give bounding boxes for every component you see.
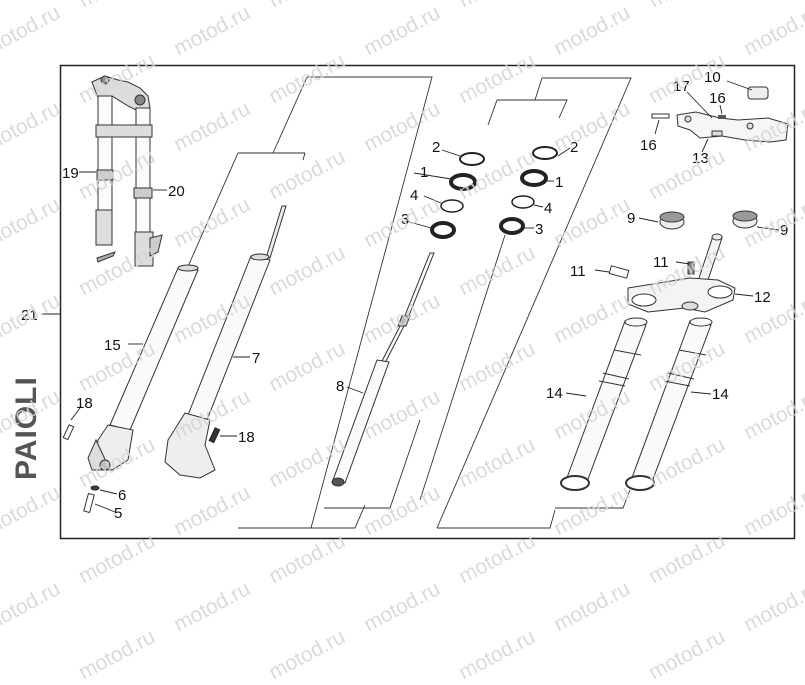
watermark-text: motod.ru: [455, 625, 539, 685]
fork-caps-9: [659, 210, 758, 230]
label-11-right: 11: [653, 254, 669, 271]
label-20: 20: [168, 183, 185, 200]
label-18-left: 18: [76, 395, 93, 412]
bolt-16-top: [718, 115, 726, 119]
nut-10: [747, 86, 769, 100]
label-12: 12: [754, 289, 771, 306]
dust-seal-3-left: [430, 221, 456, 239]
washer-6: [90, 485, 100, 491]
panel-outlines: [159, 76, 632, 529]
label-3-right: 3: [535, 221, 543, 238]
label-18-right: 18: [238, 429, 255, 446]
upper-triple-clamp-13: [676, 111, 789, 143]
bolt-16-left: [651, 113, 670, 119]
spring-pin-18-left: [62, 424, 75, 441]
label-10: 10: [704, 69, 721, 86]
label-4-right: 4: [544, 200, 552, 217]
seal-set-left: [430, 152, 485, 239]
fork-leg-15: [87, 264, 199, 471]
label-2-right: 2: [570, 139, 578, 156]
label-7: 7: [252, 350, 260, 367]
label-16-top: 16: [709, 90, 726, 107]
watermark-text: motod.ru: [75, 625, 159, 685]
exploded-parts-diagram: 19 20 15 18 6 5 7 18 8: [21, 64, 796, 540]
oil-seal-1-right: [520, 169, 548, 187]
oil-seal-1-left: [449, 173, 477, 191]
label-21: 21: [21, 307, 38, 324]
pin-11-left: [608, 265, 630, 279]
label-1-left: 1: [420, 164, 428, 181]
label-14-right: 14: [712, 386, 729, 403]
circlip-4-right: [511, 195, 535, 209]
label-4-left: 4: [410, 187, 418, 204]
watermark-text: motod.ru: [265, 625, 349, 685]
label-19: 19: [62, 165, 79, 182]
dust-seal-ring-2-right: [532, 146, 558, 160]
label-14-left: 14: [546, 385, 563, 402]
lower-triple-clamp-12: [627, 233, 736, 313]
fork-tubes-14: [560, 317, 713, 491]
label-13: 13: [692, 150, 709, 167]
label-6: 6: [118, 487, 126, 504]
fork-assembly-19-20: [91, 75, 163, 267]
dust-seal-ring-2-left: [459, 152, 485, 166]
circlip-4-left: [440, 199, 464, 213]
watermark-text: motod.ru: [645, 625, 729, 685]
damper-cartridge-8: [331, 252, 435, 487]
label-8: 8: [336, 378, 344, 395]
dust-seal-3-right: [499, 217, 525, 235]
diagram-frame: [59, 64, 796, 540]
pin-11-right: [687, 261, 695, 275]
label-17: 17: [673, 78, 690, 95]
label-16-left: 16: [640, 137, 657, 154]
bolt-5: [83, 492, 95, 514]
label-3-left: 3: [401, 211, 409, 228]
label-11-left: 11: [570, 263, 586, 280]
brand-logo-paioli: PAIOLI: [10, 376, 43, 480]
label-9-left: 9: [627, 210, 635, 227]
label-5: 5: [114, 505, 122, 522]
spring-pin-18-right: [208, 427, 221, 444]
label-15: 15: [104, 337, 121, 354]
seal-set-right: [499, 146, 558, 235]
fork-leg-7: [164, 205, 287, 479]
label-9-right: 9: [780, 222, 788, 239]
label-1-right: 1: [555, 174, 563, 191]
label-2-left: 2: [432, 139, 440, 156]
